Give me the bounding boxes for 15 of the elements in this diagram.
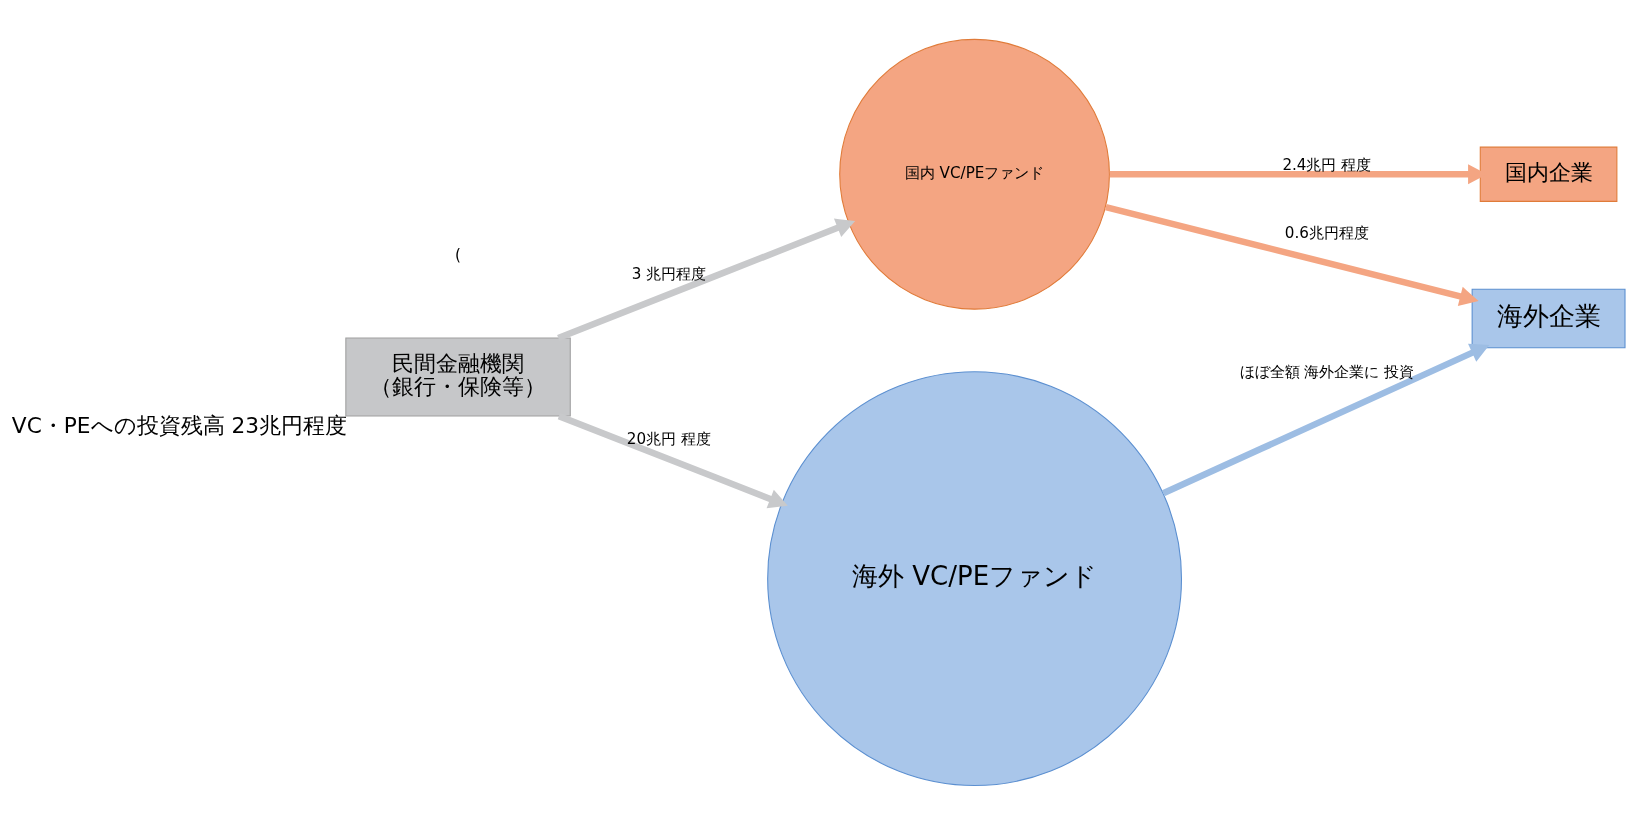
edge-label: 3 兆円程度 — [631, 264, 707, 283]
arrow — [1105, 203, 1479, 306]
label: ( — [455, 245, 462, 264]
arrow — [1161, 343, 1490, 496]
node-box: 国内企業 — [1479, 146, 1618, 202]
arrow — [557, 412, 788, 508]
edge-label: 0.6兆円程度 — [1284, 223, 1369, 242]
node-label: VC・PEへの投資残高 23兆円程度 — [11, 412, 348, 438]
node-box: 海外企業 — [1471, 288, 1626, 348]
edge-label: ほぼ全額 海外企業に 投資 — [1239, 362, 1415, 381]
edge-label: 20兆円 程度 — [626, 429, 711, 448]
edge-label: 2.4兆円 程度 — [1282, 155, 1372, 174]
node-circle: 国内 VC/PEファンド — [839, 38, 1110, 310]
arrow — [557, 218, 856, 341]
node-box: 民間金融機関 （銀行・保険等） — [345, 336, 571, 417]
